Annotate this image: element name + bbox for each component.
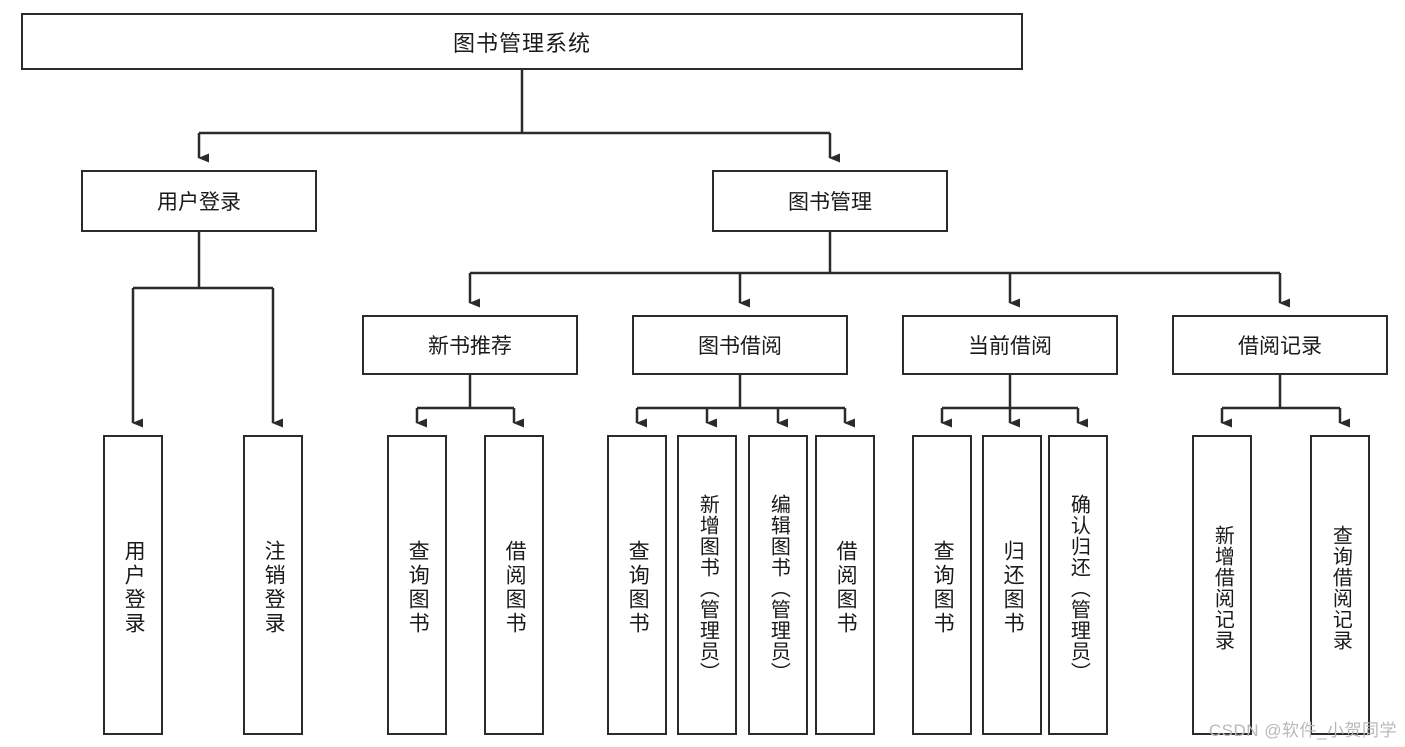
- leaf-borrow-book[interactable]: 借阅图书: [815, 435, 875, 735]
- node-borrow-record[interactable]: 借阅记录: [1172, 315, 1388, 375]
- leaf-borrow-book-recommend[interactable]: 借阅图书: [484, 435, 544, 735]
- node-book-borrow[interactable]: 图书借阅: [632, 315, 848, 375]
- leaf-query-borrow-record[interactable]: 查询借阅记录: [1310, 435, 1370, 735]
- leaf-add-borrow-record[interactable]: 新增借阅记录: [1192, 435, 1252, 735]
- watermark-text: CSDN @软件_小贺同学: [1208, 721, 1397, 740]
- node-root-book-management-system[interactable]: 图书管理系统: [21, 13, 1023, 70]
- node-book-management[interactable]: 图书管理: [712, 170, 948, 232]
- node-new-book-recommend[interactable]: 新书推荐: [362, 315, 578, 375]
- leaf-add-book-admin[interactable]: 新增图书（管理员）: [677, 435, 737, 735]
- node-current-borrow[interactable]: 当前借阅: [902, 315, 1118, 375]
- node-user-login[interactable]: 用户登录: [81, 170, 317, 232]
- leaf-logout[interactable]: 注销登录: [243, 435, 303, 735]
- leaf-query-book-current[interactable]: 查询图书: [912, 435, 972, 735]
- leaf-return-book[interactable]: 归还图书: [982, 435, 1042, 735]
- leaf-user-login[interactable]: 用户登录: [103, 435, 163, 735]
- leaf-query-book-borrow[interactable]: 查询图书: [607, 435, 667, 735]
- leaf-confirm-return-admin[interactable]: 确认归还（管理员）: [1048, 435, 1108, 735]
- leaf-query-book-recommend[interactable]: 查询图书: [387, 435, 447, 735]
- leaf-edit-book-admin[interactable]: 编辑图书（管理员）: [748, 435, 808, 735]
